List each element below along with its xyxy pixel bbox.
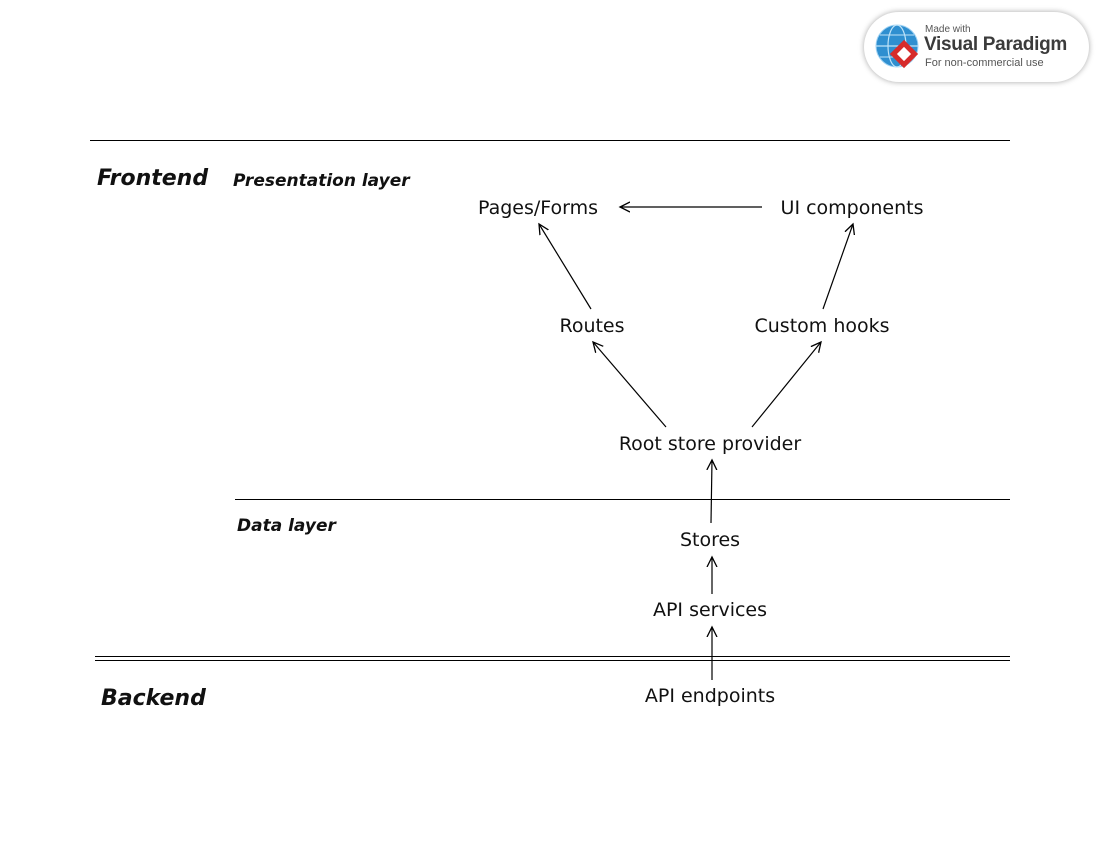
node-api-services: API services — [652, 599, 768, 621]
presentation-layer-title: Presentation layer — [233, 171, 410, 191]
visual-paradigm-logo-icon — [875, 24, 919, 69]
watermark-note: For non-commercial use — [925, 57, 1044, 69]
edge-root-store-to-routes — [593, 342, 667, 428]
watermark-product-name: Visual Paradigm — [924, 34, 1067, 55]
watermark-made-with: Made with — [925, 24, 971, 35]
node-pages-forms: Pages/Forms — [477, 197, 599, 219]
node-stores: Stores — [679, 529, 741, 551]
node-routes: Routes — [559, 315, 625, 337]
backend-section-title: Backend — [101, 686, 206, 711]
frontend-section-title: Frontend — [97, 166, 209, 191]
node-ui-components: UI components — [780, 197, 924, 219]
node-custom-hooks: Custom hooks — [754, 315, 890, 337]
edge-root-store-to-custom-hooks — [751, 342, 821, 428]
data-layer-title: Data layer — [237, 516, 336, 536]
node-api-endpoints: API endpoints — [644, 685, 776, 707]
edge-custom-hooks-to-ui-components — [822, 224, 853, 310]
edge-routes-to-pages-forms — [539, 224, 592, 310]
visual-paradigm-watermark: Made with Visual Paradigm For non-commer… — [864, 12, 1089, 82]
node-root-store-provider: Root store provider — [618, 433, 802, 455]
edge-stores-to-root-store — [711, 460, 712, 524]
